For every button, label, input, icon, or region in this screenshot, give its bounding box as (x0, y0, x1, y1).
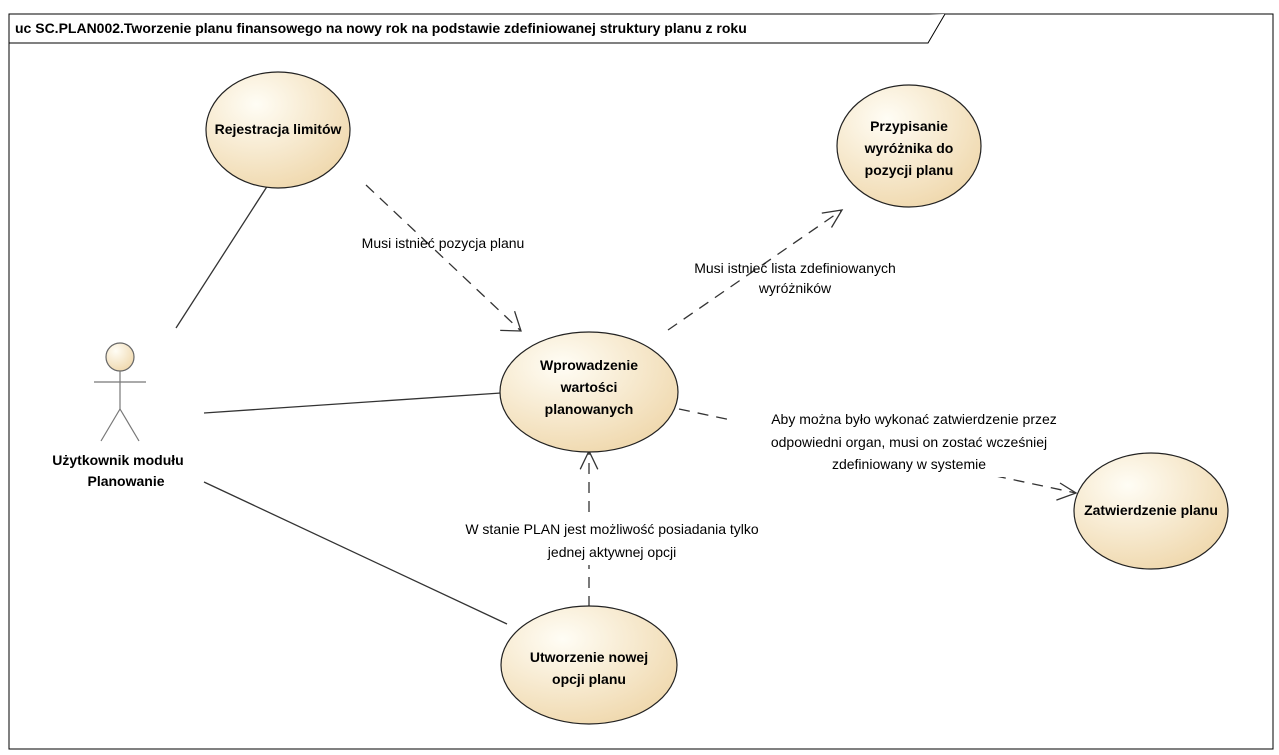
actor-label-line-2: Planowanie (87, 473, 164, 489)
dependency-label-line-3: zdefiniowany w systemie (832, 456, 986, 472)
actor-uzytkownik-modulu[interactable]: Użytkownik modułu Planowanie (52, 342, 184, 489)
use-case-rejestracja-limitow[interactable]: Rejestracja limitów (205, 71, 351, 189)
use-case-label: Rejestracja limitów (215, 121, 342, 137)
association-rejestracja (175, 184, 269, 329)
dependency-label: Musi istnieć pozycja planu (362, 235, 525, 251)
dependency-rejestracja-to-wprowadzenie: Musi istnieć pozycja planu (362, 184, 525, 332)
dependency-label-line-2: odpowiedni organ, musi on zostać wcześni… (771, 434, 1047, 450)
dependency-label-line-1: Aby można było wykonać zatwierdzenie prz… (771, 411, 1057, 427)
dependency-label-line-2: jednej aktywnej opcji (547, 544, 676, 560)
use-case-label-line-1: Przypisanie (870, 118, 948, 134)
use-case-label-line-1: Wprowadzenie (540, 357, 638, 373)
association-utworzenie (203, 481, 508, 625)
dependency-utworzenie-to-wprowadzenie: W stanie PLAN jest możliwość posiadania … (430, 449, 795, 607)
use-case-label-line-3: planowanych (545, 401, 634, 417)
use-case-label-line-2: wartości (560, 379, 618, 395)
dependency-wprowadzenie-to-zatwierdzenie: Aby można było wykonać zatwierdzenie prz… (678, 407, 1088, 501)
actor-associations (175, 184, 508, 625)
stick-figure-icon (94, 342, 146, 442)
use-case-utworzenie-nowej-opcji[interactable]: Utworzenie nowej opcji planu (500, 605, 678, 725)
dependency-label-line-1: Musi istnieć lista zdefiniowanych (694, 260, 896, 276)
diagram-frame: uc SC.PLAN002.Tworzenie planu finansoweg… (8, 13, 1274, 750)
actor-label-line-1: Użytkownik modułu (52, 452, 183, 468)
frame-title: uc SC.PLAN002.Tworzenie planu finansoweg… (15, 20, 747, 36)
use-case-label-line-2: wyróżnika do (864, 140, 954, 156)
dependency-label-line-1: W stanie PLAN jest możliwość posiadania … (465, 521, 759, 537)
use-case-wprowadzenie-wartosci[interactable]: Wprowadzenie wartości planowanych (499, 331, 679, 453)
open-arrowhead-icon (821, 209, 844, 228)
association-wprowadzenie (203, 392, 502, 414)
use-case-label-line-2: opcji planu (552, 671, 626, 687)
use-case-label-line-1: Utworzenie nowej (530, 649, 648, 665)
use-case-przypisanie-wyroznika[interactable]: Przypisanie wyróżnika do pozycji planu (836, 84, 982, 208)
dependency-wprowadzenie-to-przypisanie: Musi istnieć lista zdefiniowanych wyróżn… (667, 209, 896, 331)
dependency-label-line-2: wyróżników (758, 280, 832, 296)
use-case-zatwierdzenie-planu[interactable]: Zatwierdzenie planu (1073, 452, 1229, 570)
open-arrowhead-icon (1056, 482, 1078, 501)
open-arrowhead-icon (500, 311, 522, 332)
use-case-label-line-3: pozycji planu (865, 162, 954, 178)
use-case-label: Zatwierdzenie planu (1084, 502, 1218, 518)
